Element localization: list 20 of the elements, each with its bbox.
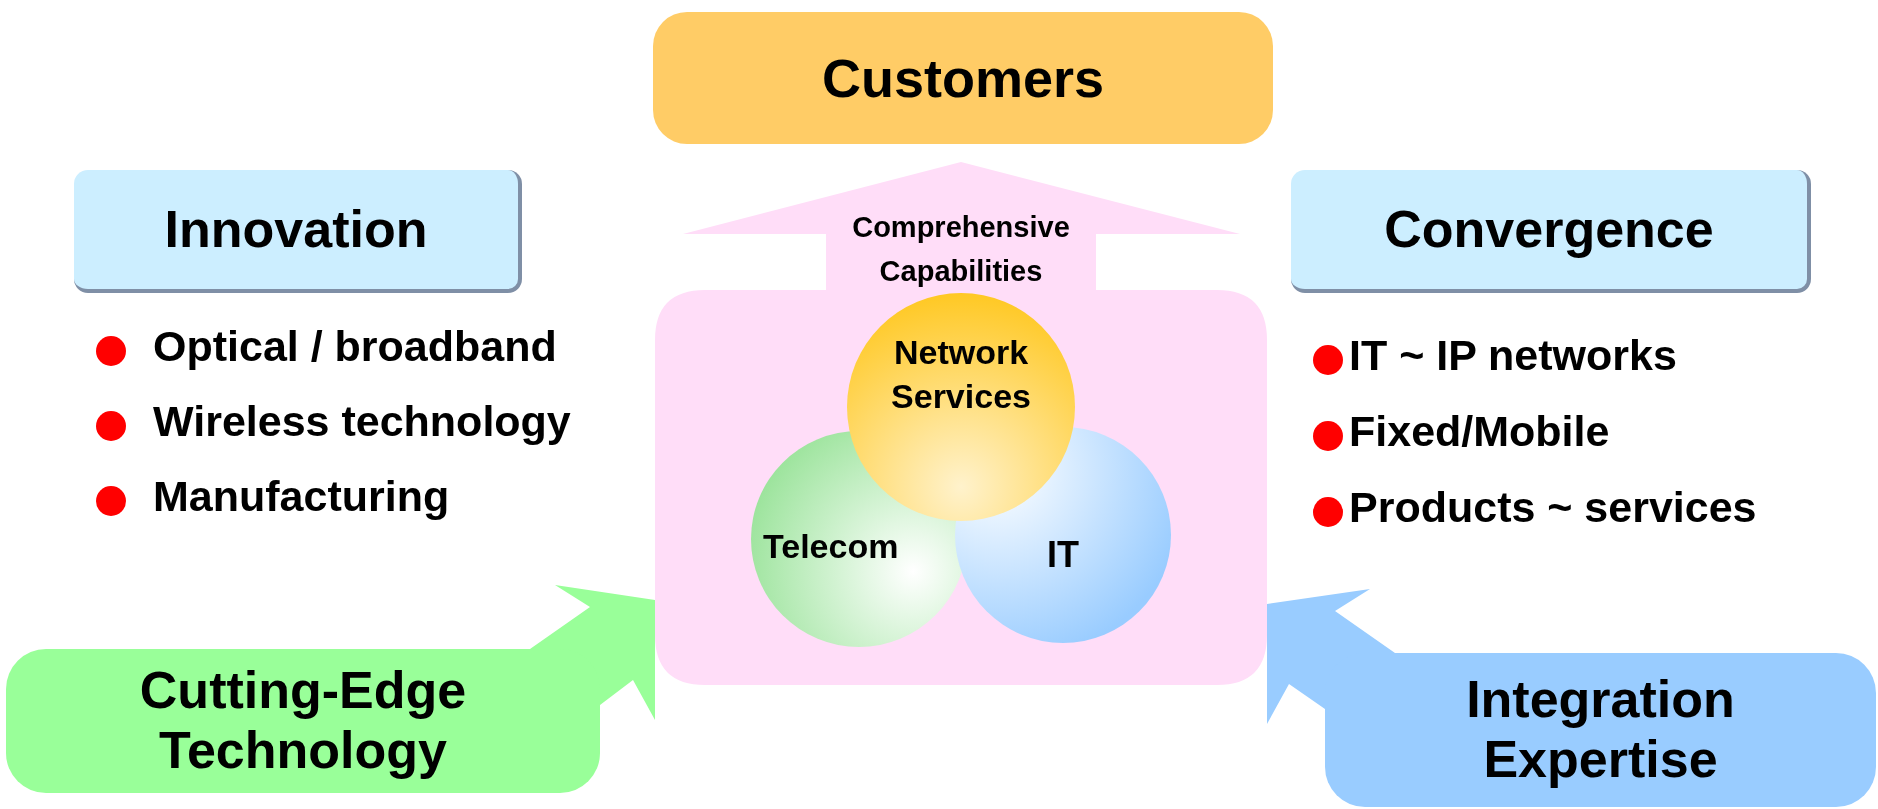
bullet-text: Products ~ services (1349, 483, 1757, 532)
circle-label: Telecom (763, 526, 899, 567)
circle-label: IT (1047, 533, 1079, 577)
box-title: Innovation (164, 199, 428, 260)
bullet-text: Wireless technology (153, 397, 571, 446)
bullet-text: IT ~ IP networks (1349, 331, 1677, 380)
title-box (653, 12, 1273, 144)
bullet-text: Manufacturing (153, 472, 450, 521)
title-box (6, 649, 600, 793)
circle-label: Network Services (890, 332, 1032, 418)
box-title: Customers (821, 46, 1105, 110)
box-title: Integration Expertise (1465, 670, 1736, 790)
box-title: Convergence (1384, 199, 1714, 260)
arrow-label: Comprehensive Capabilities (851, 210, 1071, 289)
bullet-text: Fixed/Mobile (1349, 407, 1610, 456)
bullet-text: Optical / broadband (153, 322, 557, 371)
title-box (1291, 170, 1811, 293)
box-title: Cutting-Edge Technology (138, 661, 468, 781)
title-box (74, 170, 522, 293)
title-box (1325, 653, 1876, 807)
